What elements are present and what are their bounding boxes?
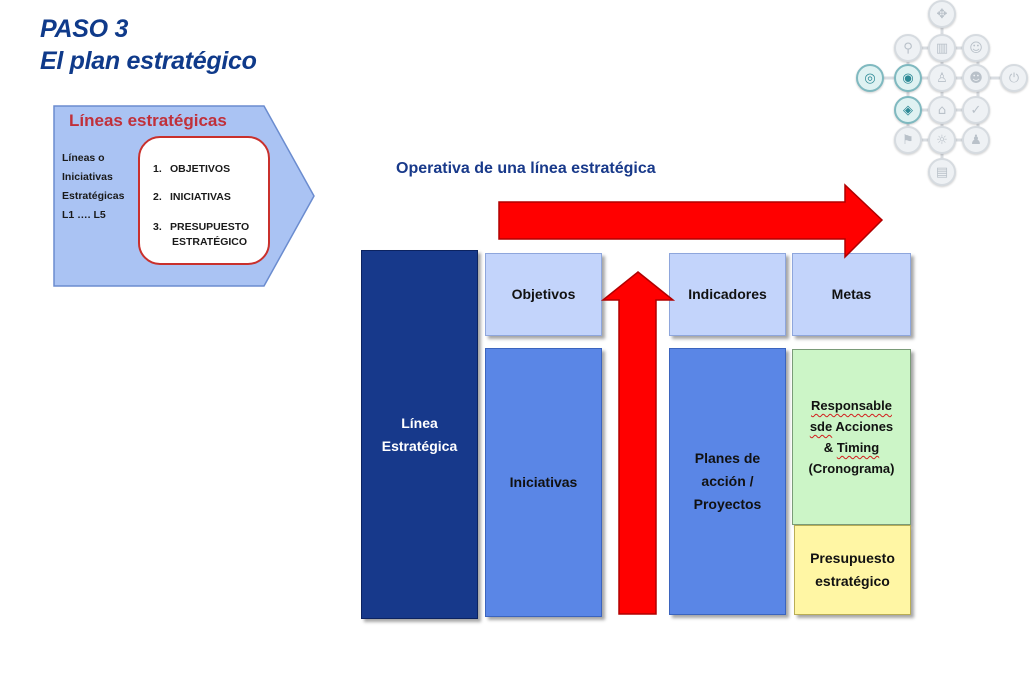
indicadores-box: Indicadores — [669, 253, 786, 336]
list-item-presupuesto-line2: ESTRATÉGICO — [172, 236, 248, 248]
responsables-label: & Timing — [823, 440, 880, 455]
house-icon: ⌂ — [928, 96, 956, 124]
iniciativas-label: Iniciativas — [509, 474, 578, 490]
head-icon: ☻ — [962, 64, 990, 92]
objetivos-box: Objetivos — [485, 253, 602, 336]
iniciativas-box: Iniciativas — [485, 348, 602, 617]
responsables-label: sde Acciones — [809, 419, 894, 434]
responsables-box: Responsable sde Acciones & Timing (Crono… — [792, 349, 911, 525]
eye-icon: ◉ — [894, 64, 922, 92]
list-item-presupuesto: PRESUPUESTO — [170, 221, 250, 233]
planes-box: Planes de acción / Proyectos — [669, 348, 786, 615]
bulb-icon: ☼ — [928, 126, 956, 154]
compass-icon: ✥ — [928, 0, 956, 28]
goal-icon: ◈ — [894, 96, 922, 124]
lineas-side-text: Estratégicas — [62, 190, 125, 202]
lineas-side-text: Líneas o — [62, 152, 105, 164]
people-icon: ☺ — [962, 34, 990, 62]
lineas-heading: Líneas estratégicas — [69, 111, 227, 130]
search-icon: ⚲ — [894, 34, 922, 62]
list-item-iniciativas: INICIATIVAS — [170, 191, 231, 203]
page-title-step: PASO 3 — [40, 15, 129, 43]
planes-label: acción / — [701, 473, 754, 489]
list-item-objetivos: OBJETIVOS — [170, 163, 231, 175]
person-icon: ♙ — [928, 64, 956, 92]
target-icon: ◎ — [856, 64, 884, 92]
lineas-items-box — [138, 136, 270, 265]
planes-label: Planes de — [694, 450, 761, 466]
responsables-label: Responsable — [811, 398, 892, 413]
objetivos-label: Objetivos — [511, 286, 576, 302]
horizontal-arrow — [498, 183, 884, 259]
indicadores-label: Indicadores — [688, 286, 767, 302]
presupuesto-label: Presupuesto — [810, 550, 895, 566]
bar-chart-icon: ▥ — [928, 34, 956, 62]
lineas-side-text: L1 …. L5 — [62, 209, 106, 221]
linea-label: Estratégica — [381, 437, 458, 454]
page-title: El plan estratégico — [40, 47, 257, 75]
list-item-number: 1. — [153, 163, 162, 175]
vertical-arrow — [600, 271, 676, 615]
check-icon: ✓ — [962, 96, 990, 124]
list-item-number: 2. — [153, 191, 162, 203]
metas-label: Metas — [831, 286, 872, 302]
lineas-side-text: Iniciativas — [62, 171, 113, 183]
flag-icon: ⚑ — [894, 126, 922, 154]
diagram-subtitle: Operativa de una línea estratégica — [396, 160, 656, 177]
presupuesto-box: Presupuesto estratégico — [794, 525, 911, 615]
team-icon: ♟ — [962, 126, 990, 154]
linea-label: Línea — [401, 414, 438, 431]
list-item-number: 3. — [153, 221, 162, 233]
metas-box: Metas — [792, 253, 911, 336]
presupuesto-label: estratégico — [815, 573, 890, 589]
power-icon: ⏻ — [1000, 64, 1028, 92]
document-icon: ▤ — [928, 158, 956, 186]
responsables-label: (Cronograma) — [808, 461, 895, 476]
planes-label: Proyectos — [693, 496, 762, 512]
